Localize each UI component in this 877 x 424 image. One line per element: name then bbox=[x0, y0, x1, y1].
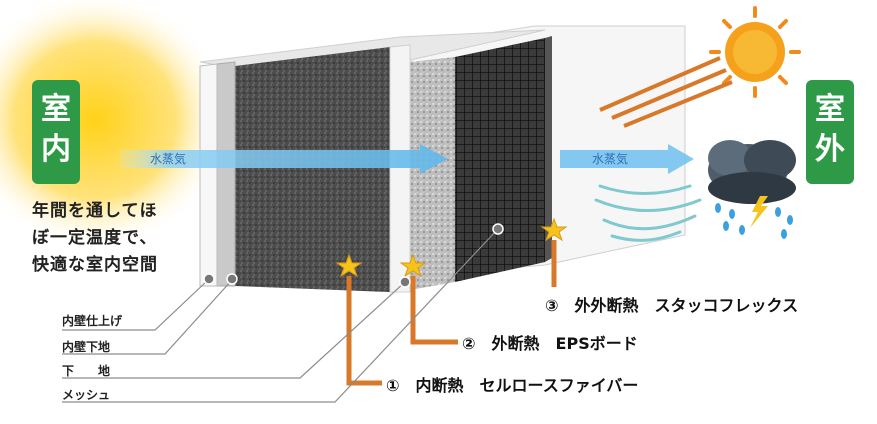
wind-icon bbox=[594, 184, 702, 242]
star-icon bbox=[540, 217, 568, 242]
description-line: ぼ一定温度で、 bbox=[32, 228, 158, 248]
eps-board-layer bbox=[410, 57, 455, 290]
callout-leaders bbox=[346, 240, 557, 386]
star-icon bbox=[335, 253, 363, 278]
outdoor-badge-char: 室 bbox=[815, 92, 845, 127]
substrate-board bbox=[389, 44, 411, 293]
sun-icon bbox=[709, 6, 801, 98]
label-inner-wall-base: 内壁下地 bbox=[62, 340, 111, 354]
vapor-label-outdoor: 水蒸気 bbox=[592, 152, 629, 166]
mesh-layer bbox=[455, 38, 545, 282]
callout-outer-outer-insulation: ③ 外外断熱 スタッコフレックス bbox=[545, 296, 799, 315]
label-mesh: メッシュ bbox=[62, 388, 111, 402]
label-inner-wall-finish: 内壁仕上げ bbox=[62, 314, 123, 328]
indoor-badge-char: 室 bbox=[41, 92, 71, 127]
vapor-arrow-left bbox=[120, 144, 448, 174]
layer-label-leaders bbox=[62, 229, 498, 403]
description-line: 年間を通してほ bbox=[32, 201, 158, 221]
sun-rays bbox=[599, 56, 733, 128]
callout-inner-insulation: ① 内断熱 セルロースファイバー bbox=[386, 376, 639, 395]
storm-cloud-icon bbox=[708, 140, 796, 239]
vapor-arrow-right bbox=[560, 144, 694, 174]
layer-label-markers bbox=[203, 223, 504, 288]
label-substrate: 下 地 bbox=[62, 364, 111, 378]
cellulose-layer bbox=[235, 47, 390, 292]
indoor-badge: 室 内 bbox=[32, 80, 80, 184]
outdoor-badge-char: 外 bbox=[815, 132, 845, 167]
indoor-description: 年間を通してほ ぼ一定温度で、 快適な室内空間 bbox=[32, 198, 158, 279]
indoor-warm-glow bbox=[0, 0, 230, 250]
indoor-badge-char: 内 bbox=[41, 132, 71, 167]
callout-outer-insulation: ② 外断熱 EPSボード bbox=[462, 334, 638, 353]
star-icon bbox=[399, 253, 427, 278]
mesh-edge bbox=[545, 36, 552, 262]
inner-wall-base bbox=[216, 61, 236, 287]
outdoor-badge: 室 外 bbox=[806, 80, 854, 184]
vapor-label-indoor: 水蒸気 bbox=[150, 152, 187, 166]
inner-wall-finish bbox=[199, 63, 218, 287]
description-line: 快適な室内空間 bbox=[32, 255, 158, 275]
